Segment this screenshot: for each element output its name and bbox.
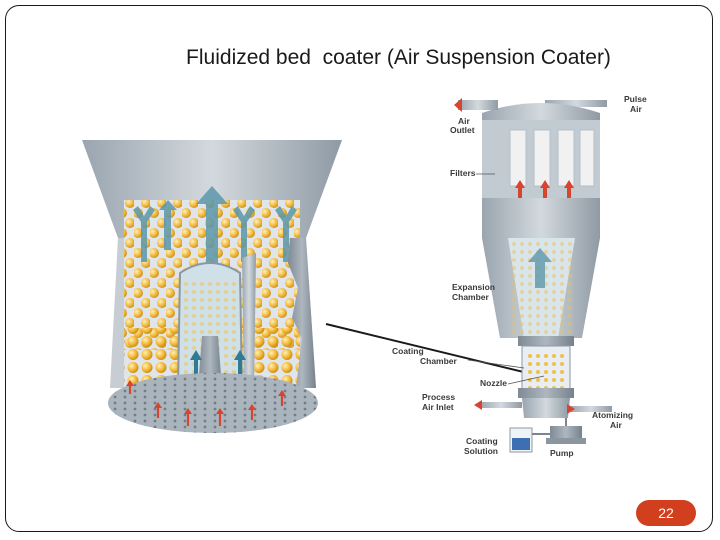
label-coating-chamber-2: Chamber xyxy=(420,356,458,366)
label-nozzle: Nozzle xyxy=(480,378,507,388)
label-pulse-air: Pulse xyxy=(624,94,647,104)
slide-title: Fluidized bed coater (Air Suspension Coa… xyxy=(186,46,611,69)
page-number-badge: 22 xyxy=(636,500,696,526)
label-pulse-air-2: Air xyxy=(630,104,643,114)
label-expansion: Expansion xyxy=(452,282,495,292)
leader-lines xyxy=(467,173,545,385)
slide-frame xyxy=(5,5,713,532)
label-coating-chamber: Coating xyxy=(392,346,424,356)
label-expansion-2: Chamber xyxy=(452,292,490,302)
label-process-air: Process xyxy=(422,392,455,402)
label-atomizing-air: Atomizing xyxy=(592,410,633,420)
fluidized-bed-diagram: Pulse Air Air Outlet Filters Expansion C… xyxy=(82,94,647,458)
label-coating-solution: Coating xyxy=(466,436,498,446)
label-pump: Pump xyxy=(550,448,574,458)
label-filters: Filters xyxy=(450,168,476,178)
airflow-arrows xyxy=(133,186,297,274)
label-air-outlet: Air xyxy=(458,116,471,126)
pointer-arrow xyxy=(325,323,544,382)
label-air-outlet-2: Outlet xyxy=(450,125,475,135)
coater-unit xyxy=(454,98,612,453)
label-coating-solution-2: Solution xyxy=(464,446,498,456)
label-process-air-2: Air Inlet xyxy=(422,402,454,412)
label-atomizing-air-2: Air xyxy=(610,420,623,430)
enlarged-chamber xyxy=(82,140,342,433)
